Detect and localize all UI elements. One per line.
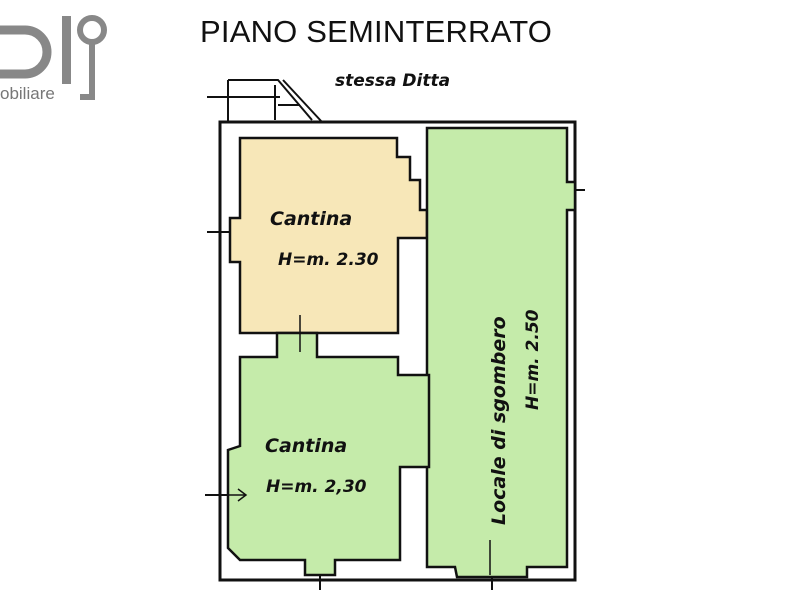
key-logo-icon (0, 15, 107, 100)
room-cantina-lower (226, 331, 431, 577)
room-height-cantina-upper: H=m. 2.30 (278, 250, 379, 270)
room-locale-sgombero (425, 126, 577, 579)
room-height-cantina-lower: H=m. 2,30 (266, 477, 367, 497)
room-height-locale: H=m. 2.50 (523, 309, 543, 410)
page-title: PIANO SEMINTERRATO (200, 14, 553, 49)
room-cantina-upper (228, 136, 429, 335)
logo-text: obiliare (0, 84, 55, 103)
room-name-cantina-lower: Cantina (265, 435, 347, 457)
agency-logo: obiliare (0, 0, 120, 110)
room-name-cantina-upper: Cantina (270, 208, 352, 230)
neighbor-label: stessa Ditta (335, 71, 450, 91)
room-name-locale: Locale di sgombero (488, 316, 510, 525)
